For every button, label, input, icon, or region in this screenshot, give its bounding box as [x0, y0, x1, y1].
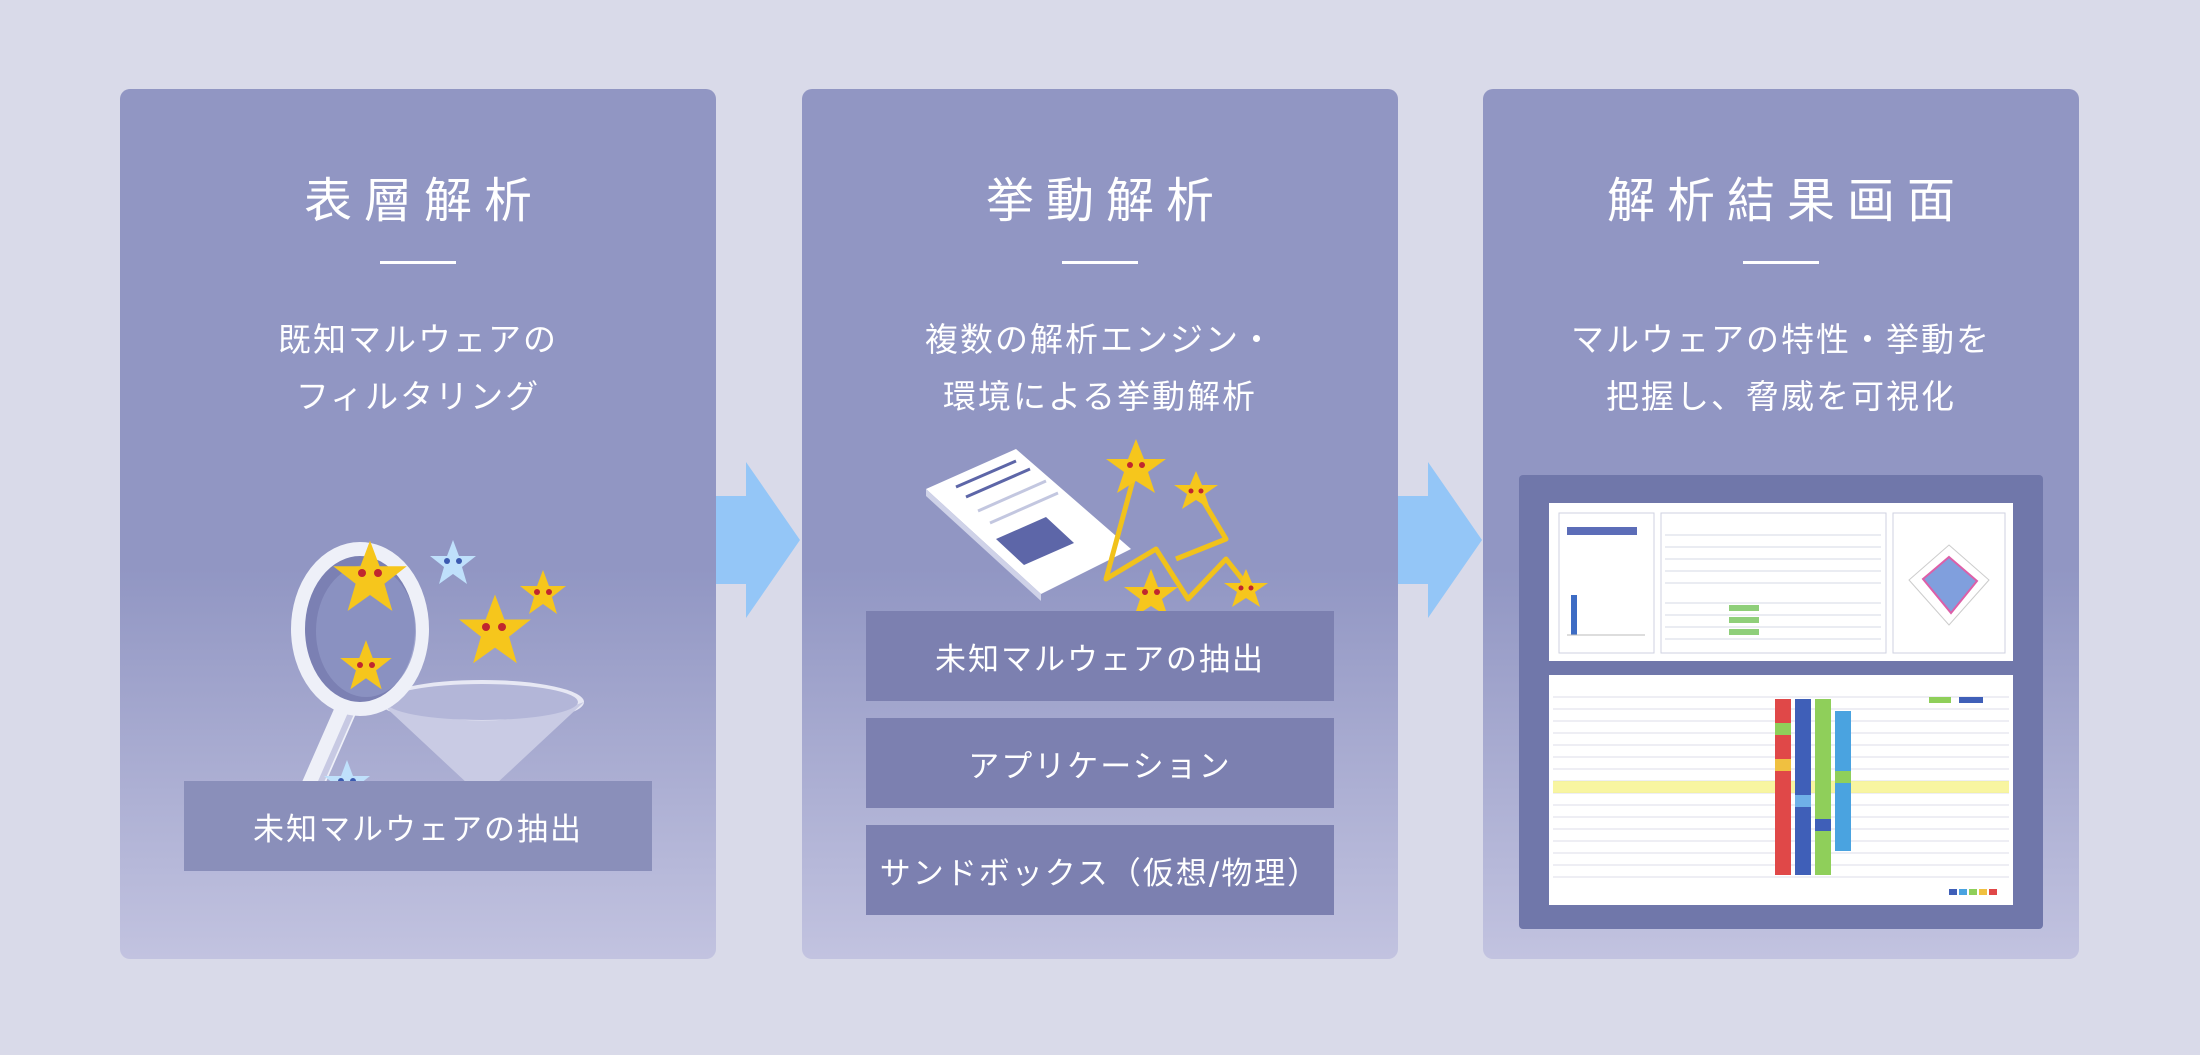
engine-box: アプリケーション [866, 718, 1334, 808]
panel-description: 既知マルウェアの フィルタリング [120, 311, 716, 425]
panel-result-screen: 解析結果画面 マルウェアの特性・挙動を 把握し、脅威を可視化 [1483, 89, 2079, 959]
result-box: 未知マルウェアの抽出 [184, 781, 652, 871]
title-divider [1743, 261, 1819, 264]
magnifier-icon [289, 542, 429, 825]
filtering-illustration [289, 540, 584, 833]
description-line: 環境による挙動解析 [942, 377, 1257, 416]
description-line: フィルタリング [295, 377, 541, 416]
report-screen-icon [1519, 475, 2043, 929]
angry-star-icon [324, 540, 566, 804]
behavior-illustration [926, 439, 1268, 617]
panel-description: 複数の解析エンジン・ 環境による挙動解析 [802, 311, 1398, 425]
document-icon [926, 449, 1131, 601]
panel-surface-analysis: 表層解析 既知マルウェアの フィルタリング [120, 89, 716, 959]
title-divider [1062, 261, 1138, 264]
description-line: 把握し、脅威を可視化 [1606, 377, 1956, 416]
panel-title: 解析結果画面 [1606, 173, 1967, 229]
flow-arrow-icon [716, 462, 800, 618]
description-line: 既知マルウェアの [278, 320, 558, 359]
flow-arrow-icon [1103, 468, 1248, 602]
environment-box: サンドボックス（仮想/物理） [866, 825, 1334, 915]
description-line: 複数の解析エンジン・ [925, 320, 1275, 359]
panel-behavior-analysis: 挙動解析 複数の解析エンジン・ 環境による挙動解析 [802, 89, 1398, 959]
description-line: マルウェアの特性・挙動を [1571, 320, 1991, 359]
angry-star-icon [1106, 439, 1268, 617]
panel-description: マルウェアの特性・挙動を 把握し、脅威を可視化 [1483, 311, 2079, 425]
report-screenshots [1549, 503, 2013, 905]
panel-title: 挙動解析 [985, 173, 1226, 229]
result-box: 未知マルウェアの抽出 [866, 611, 1334, 701]
panel-title: 表層解析 [303, 173, 544, 229]
flow-arrow-icon [1398, 462, 1482, 618]
title-divider [380, 261, 456, 264]
